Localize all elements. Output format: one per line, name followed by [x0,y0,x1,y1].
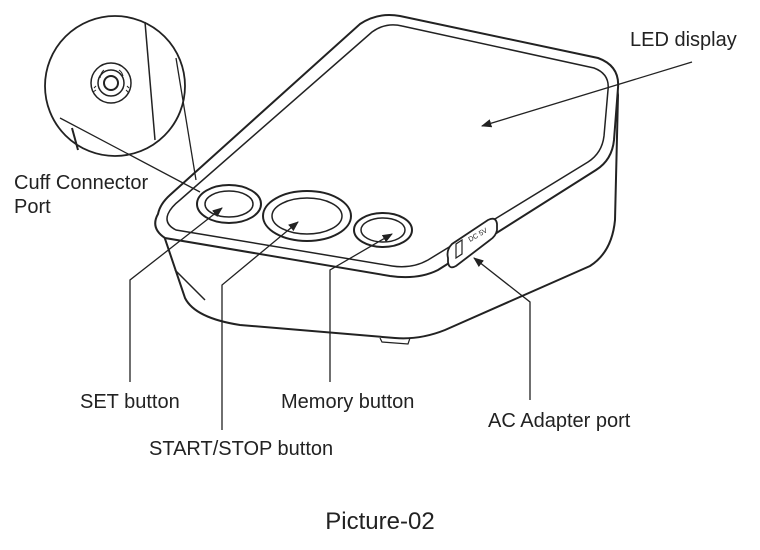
start-stop-button-label: START/STOP button [149,438,334,460]
led-leader-line [481,61,693,128]
led-display-label: LED display [630,29,737,51]
set-button-label: SET button [80,391,180,413]
device-base [174,269,206,301]
ac-port-shape: DC 5V [446,217,498,269]
memory-leader-line [329,233,393,382]
cuff-connector-inset [44,15,186,157]
cuff-connector-label: Cuff Connector Port [14,171,148,219]
memory-button-label: Memory button [281,391,415,413]
cuff-connector-label-line2: Port [14,196,51,218]
set-button-shape [196,184,262,224]
cuff-connector-label-line1: Cuff Connector [14,172,149,194]
ac-leader-line [473,257,531,400]
start-stop-button-shape [262,190,352,242]
figure-caption: Picture-02 [325,508,435,535]
ac-adapter-port-label: AC Adapter port [488,410,631,432]
start-stop-leader-line [221,221,299,430]
memory-button-shape [353,212,413,248]
set-leader-line [129,207,223,382]
